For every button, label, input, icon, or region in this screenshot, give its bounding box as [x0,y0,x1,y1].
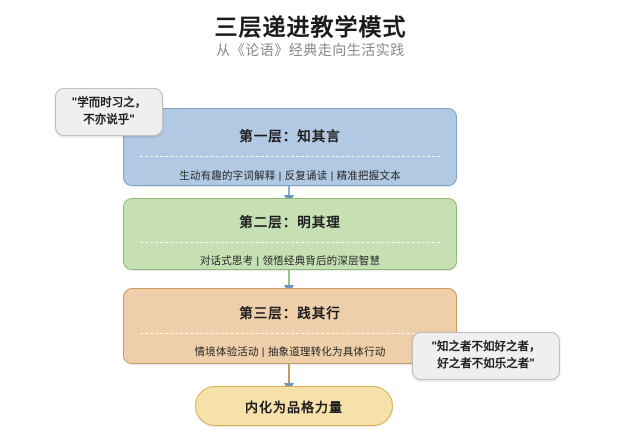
connector-stem-3 [288,364,290,391]
page-title: 三层递进教学模式 [214,15,407,40]
layer-1-divider [140,156,440,157]
result-label: 内化为品格力量 [244,399,343,415]
connector-stem-1 [288,186,290,203]
result-box[interactable]: 内化为品格力量 [195,386,393,426]
quote-left-line-2: 不亦说乎" [83,114,135,126]
quote-callout-left[interactable]: "学而时习之， 不亦说乎" [55,88,163,136]
layer-2-title: 第二层：明其理 [239,215,341,230]
quote-callout-right[interactable]: "知之者不如好之者， 好之者不如乐之者" [412,332,560,380]
quote-left-line-1: "学而时习之， [71,97,147,109]
quote-right-line-1: "知之者不如好之者， [431,341,541,353]
page-subtitle: 从《论语》经典走向生活实践 [216,44,405,59]
layer-3-divider [140,333,440,334]
quote-right-line-2: 好之者不如乐之者" [437,358,535,370]
layer-1-title: 第一层：知其言 [239,129,341,144]
layer-box-1[interactable]: 第一层：知其言 生动有趣的字词解释 | 反复诵读 | 精准把握文本 [123,108,457,186]
layer-3-title: 第三层：践其行 [239,306,341,321]
layer-box-2[interactable]: 第二层：明其理 对话式思考 | 领悟经典背后的深层智慧 [123,198,457,270]
layer-3-description: 情境体验活动 | 抽象道理转化为具体行动 [194,346,386,358]
layer-box-3[interactable]: 第三层：践其行 情境体验活动 | 抽象道理转化为具体行动 [123,288,457,364]
connector-stem-2 [288,270,290,293]
layer-1-description: 生动有趣的字词解释 | 反复诵读 | 精准把握文本 [179,170,401,182]
layer-2-description: 对话式思考 | 领悟经典背后的深层智慧 [199,255,381,267]
layer-2-divider [140,242,440,243]
